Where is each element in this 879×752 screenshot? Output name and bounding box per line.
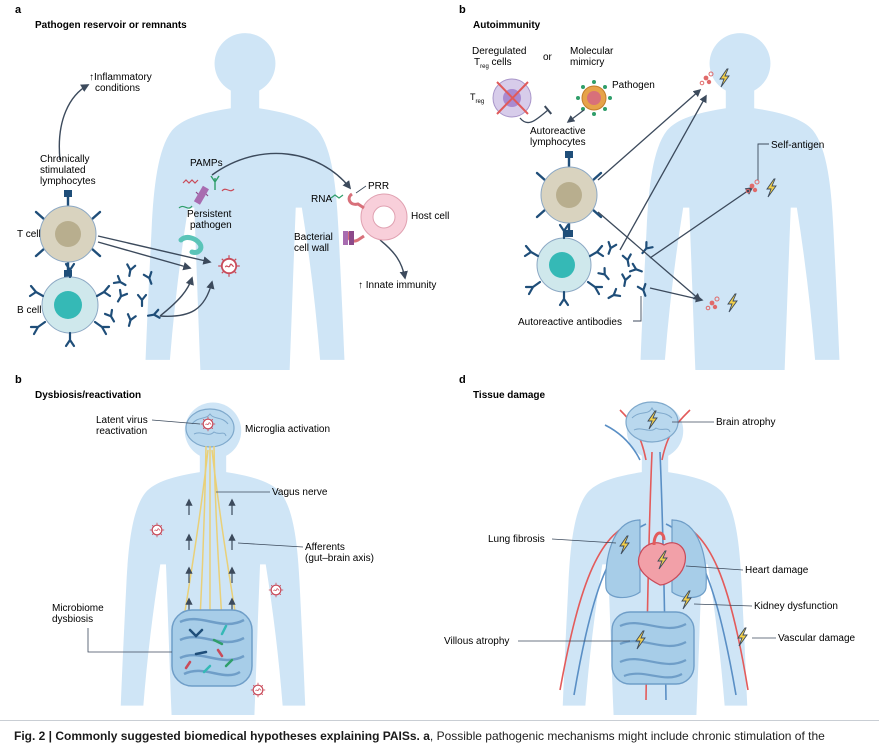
t-cell-a xyxy=(34,190,102,277)
b-cell-a xyxy=(28,262,112,348)
panel-autoimmunity-title: Autoimmunity xyxy=(473,20,541,31)
panel-autoimmunity-letter: b xyxy=(459,4,466,16)
heart xyxy=(637,531,686,586)
caption-separator xyxy=(0,720,879,721)
gut-dysbiosis xyxy=(171,609,253,687)
afferent-arrows xyxy=(185,498,236,614)
arrows-a xyxy=(97,152,408,317)
caption-part-a: a xyxy=(423,729,430,743)
brain-tissue xyxy=(625,401,679,443)
microglia-label: Microglia activation xyxy=(245,424,330,435)
arrows-autoimmunity xyxy=(597,88,754,303)
b-cell-label: B cell xyxy=(17,305,41,316)
pathogen-label: Pathogen xyxy=(612,80,655,91)
self-antigen-label: Self-antigen xyxy=(771,140,824,151)
panel-d-title: Tissue damage xyxy=(473,390,546,401)
panel-dysbiosis-letter: b xyxy=(15,374,22,386)
panel-d-letter: d xyxy=(459,374,466,386)
pamps-label: PAMPs xyxy=(190,158,223,169)
prr-label: PRR xyxy=(368,181,389,192)
treg-label: Treg xyxy=(470,92,484,105)
human-silhouette-autoimmunity xyxy=(640,33,840,370)
lungs xyxy=(605,519,707,599)
bacterial-wall-icon xyxy=(343,231,354,245)
caption-text: , Possible pathogenic mechanisms might i… xyxy=(429,729,825,743)
panel-a: a Pathogen reservoir or remnants ↑Inflam… xyxy=(15,4,449,370)
antibodies-autoimmunity xyxy=(597,240,654,303)
treg-inhibition xyxy=(519,105,553,124)
treg-cell xyxy=(492,78,532,118)
host-cell-label: Host cell xyxy=(411,211,449,222)
autoreactive-ab-label: Autoreactive antibodies xyxy=(518,317,622,328)
pamps-icons xyxy=(178,175,235,209)
b-cell-autoimmunity xyxy=(523,223,605,307)
mimicry-pathogen xyxy=(576,80,612,116)
rna-icon xyxy=(330,194,344,199)
vascular-label: Vascular damage xyxy=(778,633,856,644)
inflammatory-arrow xyxy=(58,84,90,161)
t-cell-autoimmunity xyxy=(535,151,603,237)
lung-label: Lung fibrosis xyxy=(488,534,545,545)
or-label: or xyxy=(543,52,553,63)
villous-label: Villous atrophy xyxy=(444,636,509,647)
panel-a-title: Pathogen reservoir or remnants xyxy=(35,20,187,31)
brain-label: Brain atrophy xyxy=(716,417,775,428)
kidney-label: Kidney dysfunction xyxy=(754,601,838,612)
heart-label: Heart damage xyxy=(745,565,809,576)
afferents-label: Afferents(gut–brain axis) xyxy=(305,542,374,564)
host-cell xyxy=(346,192,408,243)
t-cell-label: T cell xyxy=(17,229,41,240)
intestine xyxy=(611,611,695,685)
vagus-label: Vagus nerve xyxy=(272,487,328,498)
brain-dysbiosis xyxy=(185,408,235,448)
panel-dysbiosis-title: Dysbiosis/reactivation xyxy=(35,390,141,401)
caption-label: Fig. 2 | Commonly suggested biomedical h… xyxy=(14,729,420,743)
figure-caption: Fig. 2 | Commonly suggested biomedical h… xyxy=(14,728,872,752)
rna-label: RNA xyxy=(311,194,332,205)
innate-label: ↑ Innate immunity xyxy=(358,280,436,291)
panel-a-letter: a xyxy=(15,4,22,16)
persistent-pathogen-bacterium xyxy=(178,234,204,255)
panel-tissue-damage: d Tissue damage Brain atrophy xyxy=(444,374,856,715)
